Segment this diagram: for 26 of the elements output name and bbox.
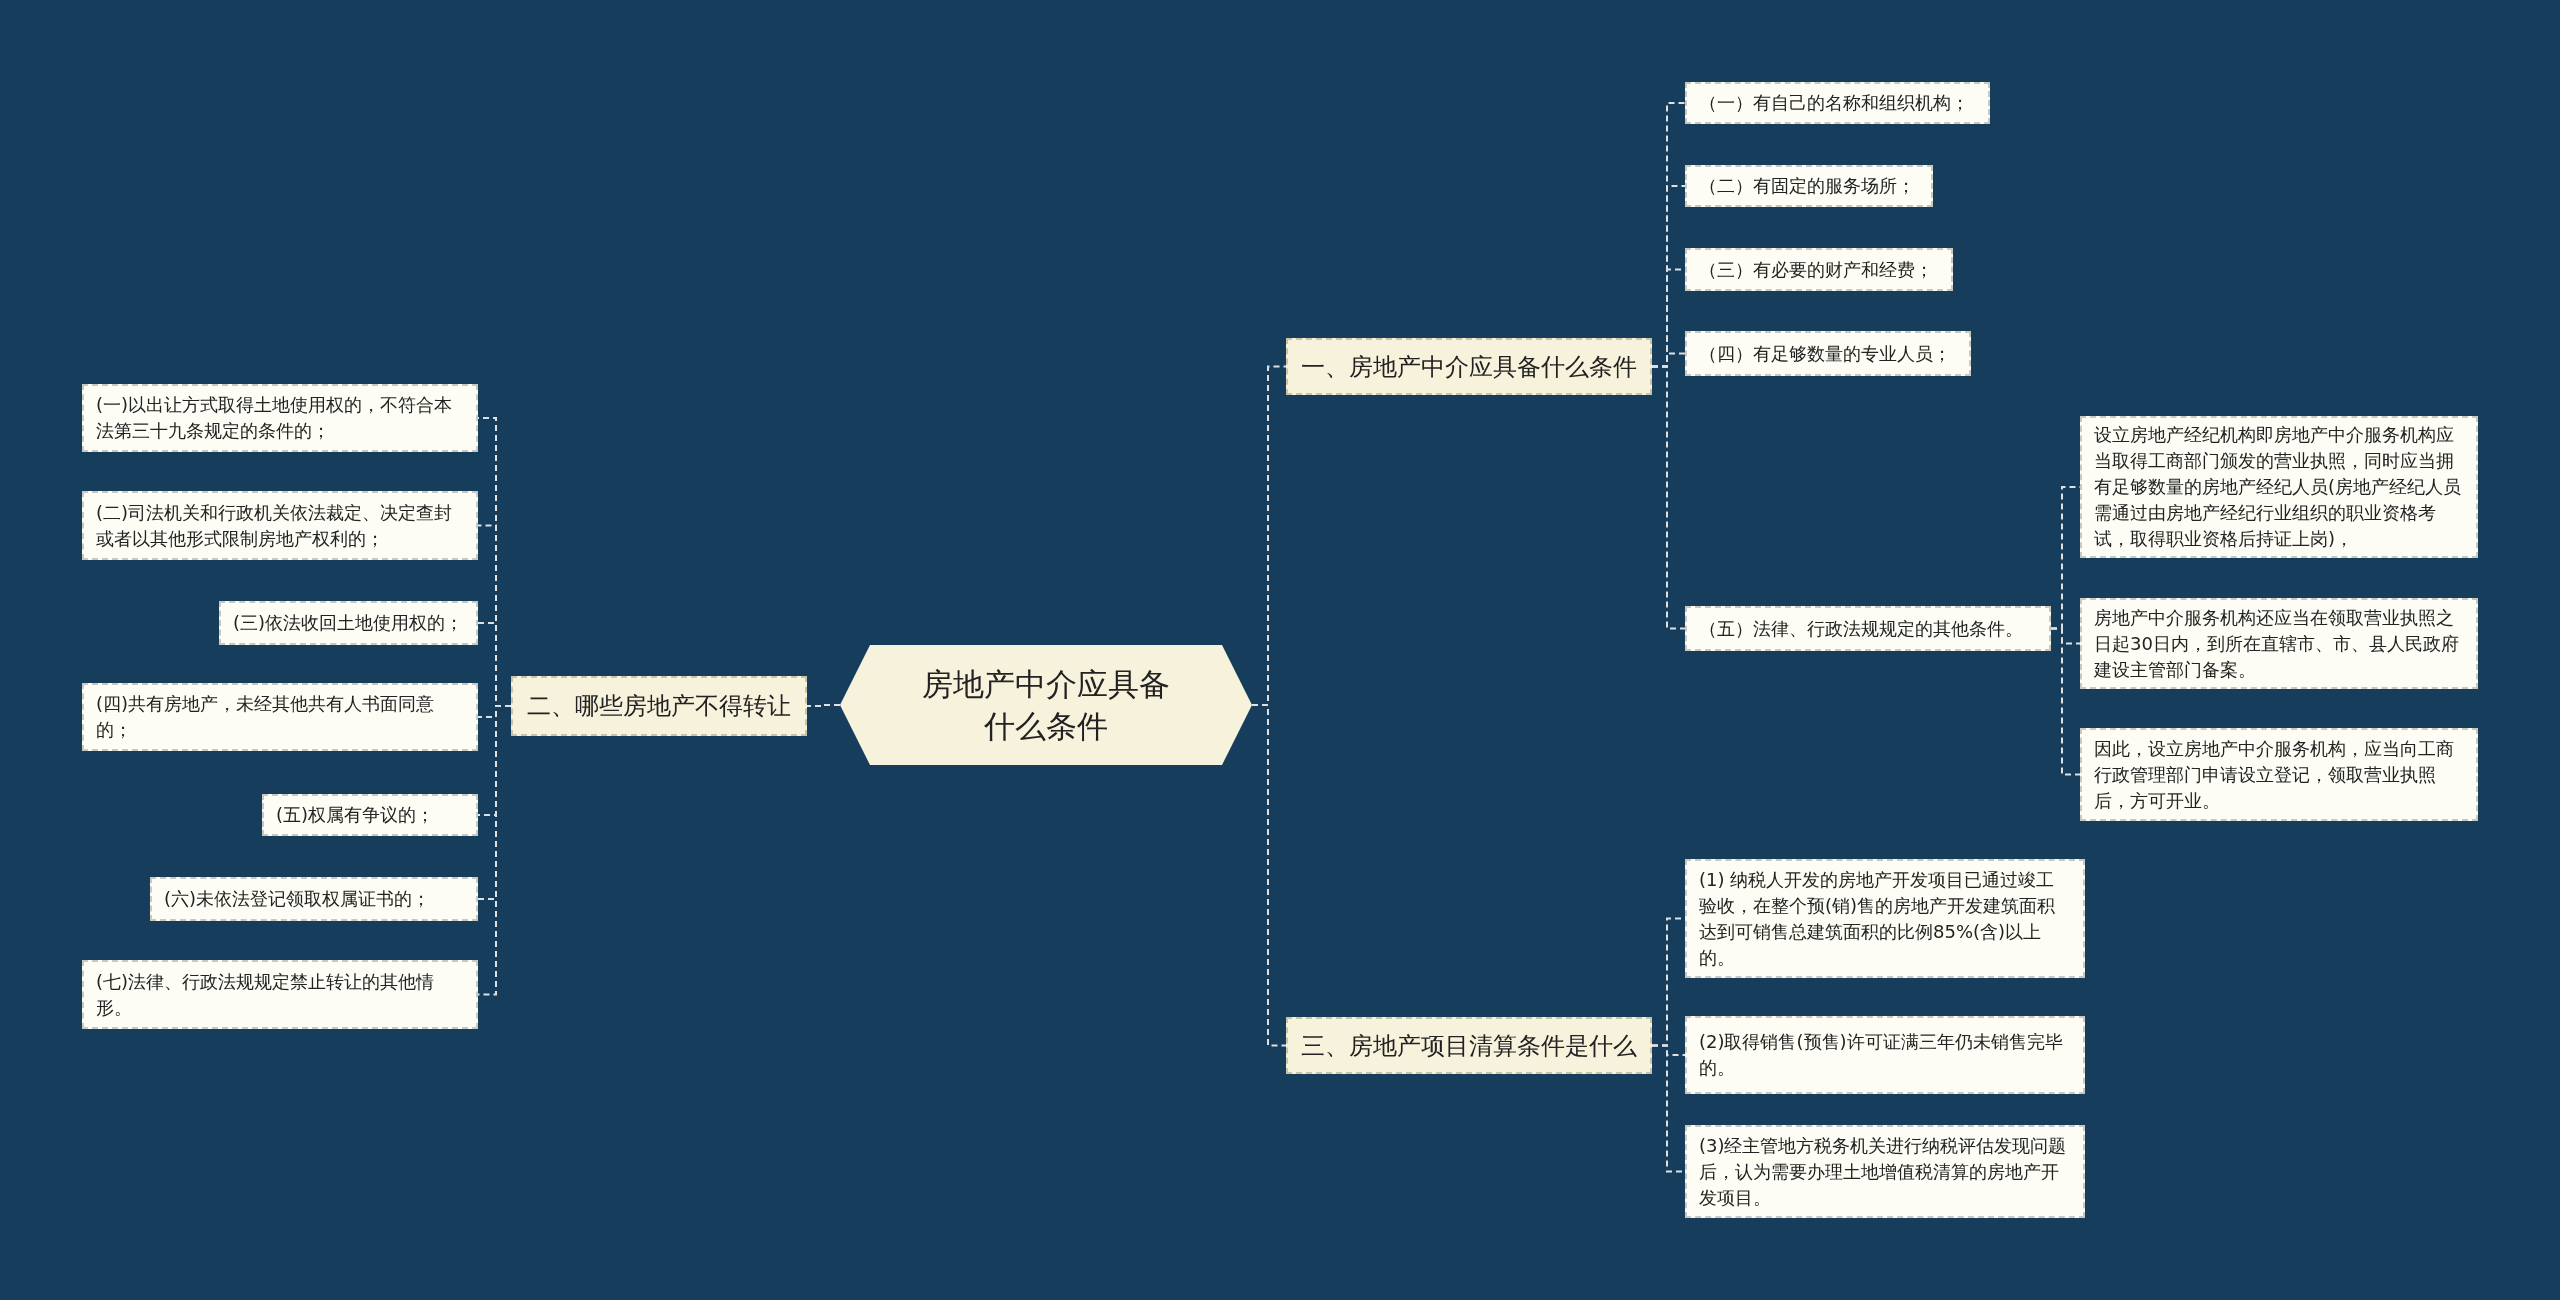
- note-box: （三）有必要的财产和经费；: [1685, 248, 1953, 291]
- note-box: 因此，设立房地产中介服务机构，应当向工商行政管理部门申请设立登记，领取营业执照后，方可开业。: [2080, 728, 2478, 821]
- note-box: (七)法律、行政法规规定禁止转让的其他情形。: [82, 960, 478, 1029]
- topic-box: 二、哪些房地产不得转让: [511, 676, 807, 736]
- connector-line: [806, 704, 841, 707]
- note-box: (2)取得销售(预售)许可证满三年仍未销售完毕的。: [1685, 1016, 2085, 1094]
- note-box: （四）有足够数量的专业人员；: [1685, 331, 1971, 376]
- connector-line: [1251, 704, 1287, 1047]
- connector-line: [1651, 365, 1686, 630]
- note-box: 设立房地产经纪机构即房地产中介服务机构应当取得工商部门颁发的营业执照，同时应当拥有足够数量的房地产经纪人员(房地产经纪人员需通过由房地产经纪行业组织的职业资格考试，取得职业资格后持证上岗)，: [2080, 416, 2478, 558]
- central-topic: 房地产中介应具备什么条件: [840, 645, 1252, 765]
- note-box: (二)司法机关和行政机关依法裁定、决定查封或者以其他形式限制房地产权利的；: [82, 491, 478, 560]
- topic-box: 三、房地产项目清算条件是什么: [1286, 1017, 1652, 1074]
- topic-box: 一、房地产中介应具备什么条件: [1286, 338, 1652, 395]
- note-box: （五）法律、行政法规规定的其他条件。: [1685, 606, 2051, 651]
- note-box: （一）有自己的名称和组织机构；: [1685, 82, 1990, 124]
- note-box: （二）有固定的服务场所；: [1685, 165, 1933, 207]
- note-box: (一)以出让方式取得土地使用权的，不符合本法第三十九条规定的条件的；: [82, 384, 478, 452]
- note-box: (三)依法收回土地使用权的；: [219, 601, 478, 645]
- note-box: 房地产中介服务机构还应当在领取营业执照之日起30日内，到所在直辖市、市、县人民政府建设主管部门备案。: [2080, 598, 2478, 689]
- note-box: (1) 纳税人开发的房地产开发项目已通过竣工验收，在整个预(销)售的房地产开发建筑面积达到可销售总建筑面积的比例85%(含)以上的。: [1685, 859, 2085, 978]
- note-box: (3)经主管地方税务机关进行纳税评估发现问题后，认为需要办理土地增值税清算的房地产开发项目。: [1685, 1125, 2085, 1218]
- note-box: (四)共有房地产，未经其他共有人书面同意的；: [82, 683, 478, 751]
- note-box: (五)权属有争议的；: [262, 794, 478, 836]
- note-box: (六)未依法登记领取权属证书的；: [150, 877, 478, 921]
- connector-line: [2050, 627, 2081, 776]
